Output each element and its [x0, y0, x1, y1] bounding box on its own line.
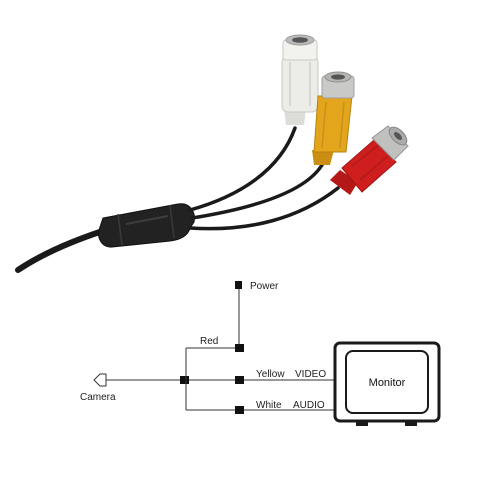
white-terminal [235, 406, 244, 414]
splitter-block [98, 203, 195, 248]
red-label: Red [200, 336, 218, 347]
power-terminal [235, 281, 242, 289]
white-cable [188, 126, 297, 212]
white-label: White [256, 400, 282, 411]
yellow-rca-connector [312, 71, 355, 165]
main-cable [15, 225, 115, 273]
yellow-label: Yellow [256, 369, 285, 380]
power-label: Power [250, 281, 279, 292]
cable-photo [15, 34, 409, 273]
red-terminal [235, 344, 244, 352]
red-cable [188, 186, 340, 231]
camera-label: Camera [80, 392, 116, 403]
yellow-cable [190, 163, 324, 220]
camera-icon [93, 373, 107, 387]
red-rca-connector [330, 125, 409, 195]
white-rca-connector [281, 34, 319, 125]
camera-junction [180, 376, 189, 384]
monitor-label: Monitor [369, 377, 406, 389]
monitor-icon [333, 341, 441, 426]
video-label: VIDEO [295, 369, 326, 380]
yellow-terminal [235, 376, 244, 384]
wiring-diagram: Power Red Yellow VIDEO White AUDIO Camer… [80, 281, 441, 426]
audio-label: AUDIO [293, 400, 325, 411]
